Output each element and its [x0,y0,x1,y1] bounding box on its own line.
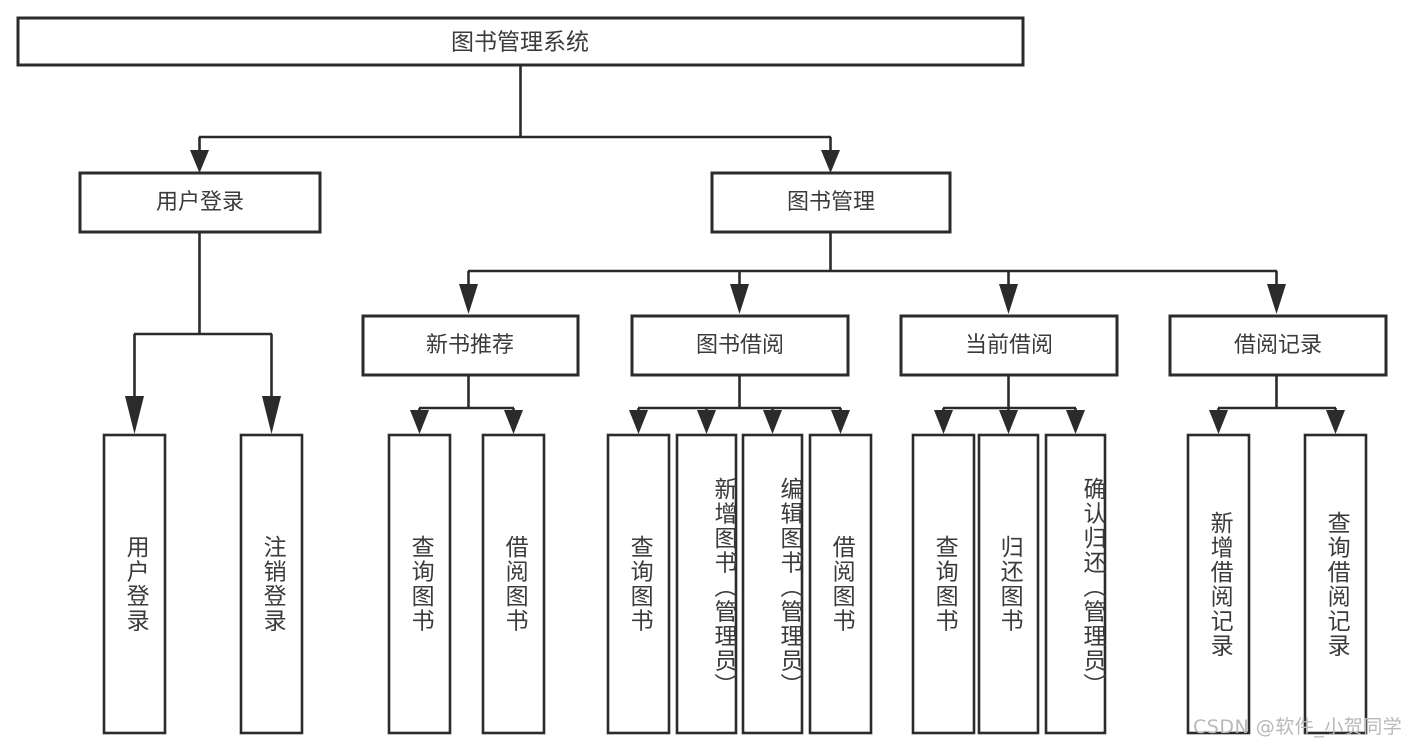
leaf-borrow-book-2-box[interactable] [808,433,873,735]
arrow-to-leaf-query-book-2 [629,410,648,434]
arrow-to-leaf-logout [262,396,281,434]
arrow-to-leaf-edit-book [763,410,782,434]
node-current-borrow-label: 当前借阅 [965,333,1053,358]
node-borrow-record[interactable]: 借阅记录 [1168,314,1388,377]
leaf-borrow-book-1-box[interactable] [481,433,546,735]
leaf-logout-box[interactable] [239,433,304,735]
leaf-box-layer [102,433,1368,735]
arrow-to-book-borrow [730,284,749,314]
connector-layer [125,65,1345,434]
leaf-return-book-box[interactable] [977,433,1040,735]
node-new-book-recommend[interactable]: 新书推荐 [361,314,580,377]
leaf-query-book-1-box[interactable] [387,433,452,735]
node-borrow-record-box [1168,314,1388,377]
arrow-to-leaf-return-book [999,410,1018,434]
leaf-add-record-box[interactable] [1186,433,1251,735]
leaf-edit-book-box[interactable] [741,433,804,735]
node-current-borrow-box [899,314,1119,377]
leaf-confirm-return-box[interactable] [1044,433,1107,735]
arrow-to-leaf-query-record [1326,410,1345,434]
arrow-to-book-manage [821,150,840,173]
node-new-book-recommend-box [361,314,580,377]
arrow-to-borrow-record [1267,284,1286,314]
node-new-book-recommend-label: 新书推荐 [426,333,514,358]
node-current-borrow[interactable]: 当前借阅 [899,314,1119,377]
arrow-to-current-borrow [999,284,1018,314]
node-root-box [16,16,1025,67]
node-root-label: 图书管理系统 [451,30,589,56]
arrow-to-leaf-borrow-book-1 [504,410,523,434]
leaf-query-book-3-box[interactable] [911,433,976,735]
leaf-query-book-2-box[interactable] [606,433,671,735]
arrow-to-leaf-user-login [125,396,144,434]
node-book-borrow-box [630,314,850,377]
node-book-manage-box [710,171,952,234]
arrow-to-leaf-confirm-return [1066,410,1085,434]
node-book-manage-label: 图书管理 [787,190,875,215]
node-root[interactable]: 图书管理系统 [16,16,1025,67]
node-user-login-box [78,171,322,234]
arrow-to-leaf-add-book [697,410,716,434]
arrow-to-leaf-query-book-1 [410,410,429,434]
node-user-login-label: 用户登录 [156,190,244,215]
csdn-watermark: CSDN @软件_小贺同学 [1193,716,1403,738]
arrow-to-new-book-recommend [459,284,478,314]
arrow-to-user-login [190,150,209,173]
node-book-manage[interactable]: 图书管理 [710,171,952,234]
node-user-login[interactable]: 用户登录 [78,171,322,234]
arrow-to-leaf-query-book-3 [934,410,953,434]
node-book-borrow-label: 图书借阅 [696,333,784,358]
node-borrow-record-label: 借阅记录 [1234,333,1322,358]
arrow-to-leaf-add-record [1209,410,1228,434]
leaf-query-record-box[interactable] [1303,433,1368,735]
leaf-add-book-box[interactable] [675,433,738,735]
leaf-user-login-box[interactable] [102,433,167,735]
arrow-to-leaf-borrow-book-2 [831,410,850,434]
node-book-borrow[interactable]: 图书借阅 [630,314,850,377]
